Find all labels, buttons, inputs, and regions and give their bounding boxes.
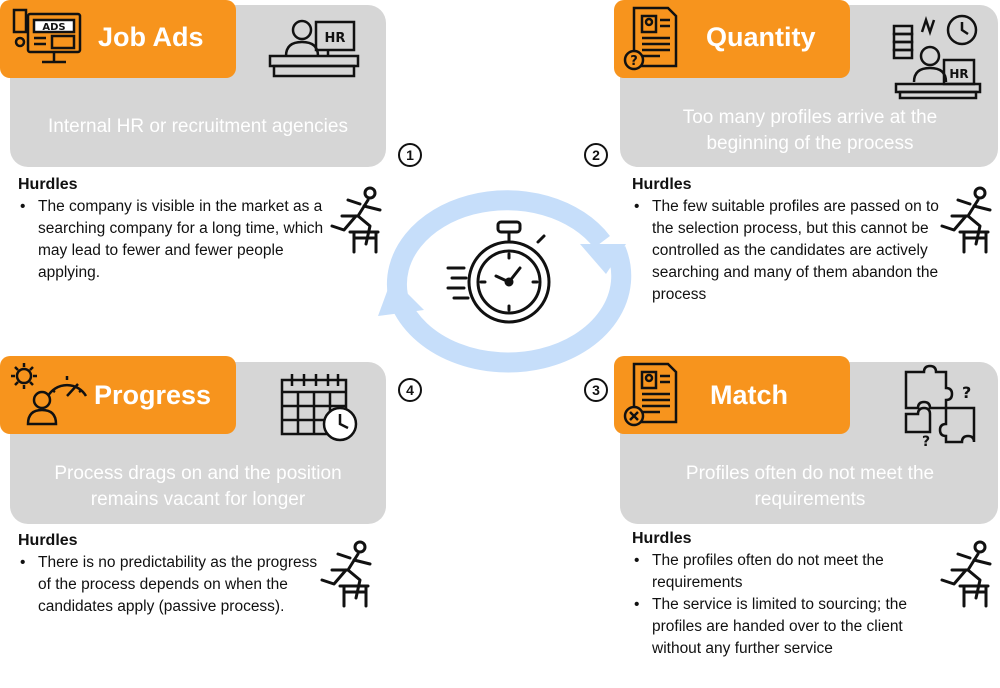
step-3-title: Match [710, 380, 789, 410]
step-1-number: 1 [398, 143, 422, 167]
cycle-arrowhead-left [378, 278, 424, 316]
cycle-arrow-top [386, 190, 610, 298]
cycle-arrow-bottom [390, 246, 632, 373]
svg-text:?: ? [962, 383, 971, 402]
step-2-hurdles: Hurdles The few suitable profiles are pa… [632, 174, 954, 306]
svg-text:HR: HR [949, 67, 968, 81]
step-4-tab: Progress [0, 356, 236, 434]
resume-rejected-icon [623, 362, 678, 427]
svg-text:?: ? [922, 434, 930, 450]
hurdle-runner-icon [940, 540, 992, 608]
step-3-hurdles: Hurdles The profiles often do not meet t… [632, 528, 942, 660]
hurdle-runner-icon [940, 186, 992, 254]
step-3-description: Profiles often do not meet the requireme… [685, 463, 935, 510]
hr-desk-icon: HR [268, 19, 360, 78]
step-1-tab: ADS Job Ads [0, 0, 236, 78]
step-3-hurdle-1: The profiles often do not meet the requi… [634, 550, 942, 594]
step-4-hurdles-heading: Hurdles [18, 532, 78, 549]
svg-text:HR: HR [325, 31, 346, 46]
step-3-hurdles-heading: Hurdles [632, 530, 692, 547]
step-2-hurdle-1: The few suitable profiles are passed on … [634, 196, 954, 306]
step-4-description: Process drags on and the position remain… [54, 463, 342, 510]
step-1-hurdles-heading: Hurdles [18, 176, 78, 193]
step-4-title: Progress [94, 380, 212, 410]
step-1-hurdles: Hurdles The company is visible in the ma… [18, 174, 336, 284]
hurdle-runner-icon [320, 540, 372, 608]
person-gear-gauge-icon [11, 363, 88, 426]
svg-text:?: ? [630, 54, 638, 69]
step-2-title: Quantity [706, 22, 816, 52]
resume-question-icon: ? [623, 6, 678, 71]
stressed-hr-icon: HR [892, 14, 982, 100]
calendar-clock-icon [280, 374, 358, 442]
hurdle-runner-icon [330, 186, 382, 254]
step-2-description: Too many profiles arrive at the beginnin… [682, 107, 938, 154]
step-2-tab: ? Quantity [614, 0, 850, 78]
step-4-hurdles: Hurdles There is no predictability as th… [18, 530, 318, 618]
puzzle-icon: ? ? [904, 364, 976, 450]
svg-text:ADS: ADS [42, 22, 65, 33]
cycle-arrows [378, 190, 632, 373]
step-1-description: Internal HR or recruitment agencies [48, 116, 348, 137]
step-2-hurdles-heading: Hurdles [632, 176, 692, 193]
step-3-number: 3 [584, 378, 608, 402]
step-1-hurdle-1: The company is visible in the market as … [20, 196, 336, 284]
step-2-number: 2 [584, 143, 608, 167]
monitor-ads-icon: ADS [12, 8, 82, 64]
step-4-number: 4 [398, 378, 422, 402]
step-3-tab: Match [614, 356, 850, 434]
step-1-title: Job Ads [98, 22, 204, 52]
step-3-hurdle-2: The service is limited to sourcing; the … [634, 594, 942, 660]
step-4-hurdle-1: There is no predictability as the progre… [20, 552, 318, 618]
stopwatch-icon [446, 220, 551, 324]
